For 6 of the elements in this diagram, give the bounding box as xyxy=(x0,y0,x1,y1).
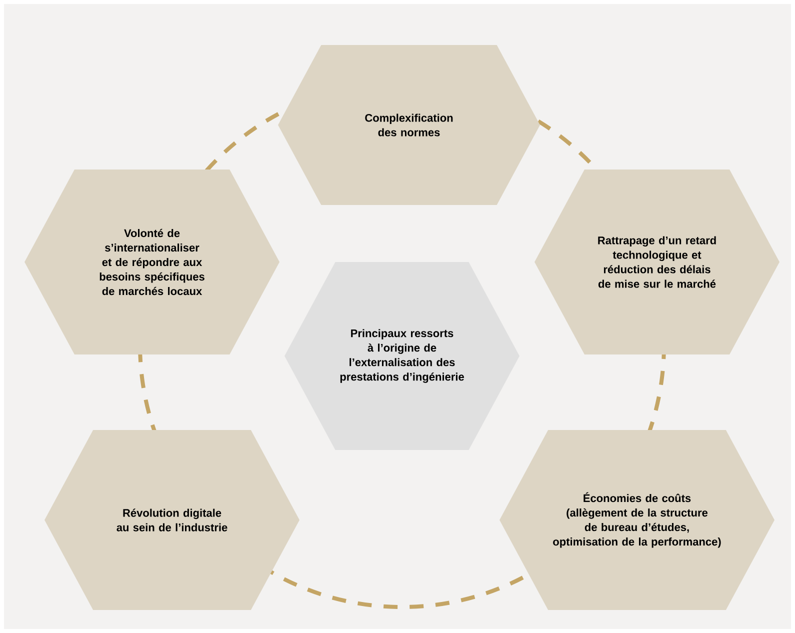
hexagon: Rattrapage d’un retard technologique et réduction des délais de mise sur le marché xyxy=(534,170,780,354)
hexagon: Volonté de s’internationaliser et de répondre aux besoins spécifiques de marchés locaux xyxy=(24,170,280,354)
hexagon: Principaux ressorts à l’origine de l’externalisation des prestations d’ingénierie xyxy=(284,262,520,450)
hexagon: Révolution digitale au sein de l’industrie xyxy=(44,430,300,610)
hexagon: Complexification des normes xyxy=(278,45,540,205)
hexagon: Économies de coûts (allègement de la structure de bureau d’études, optimisation de la performance) xyxy=(500,430,774,610)
